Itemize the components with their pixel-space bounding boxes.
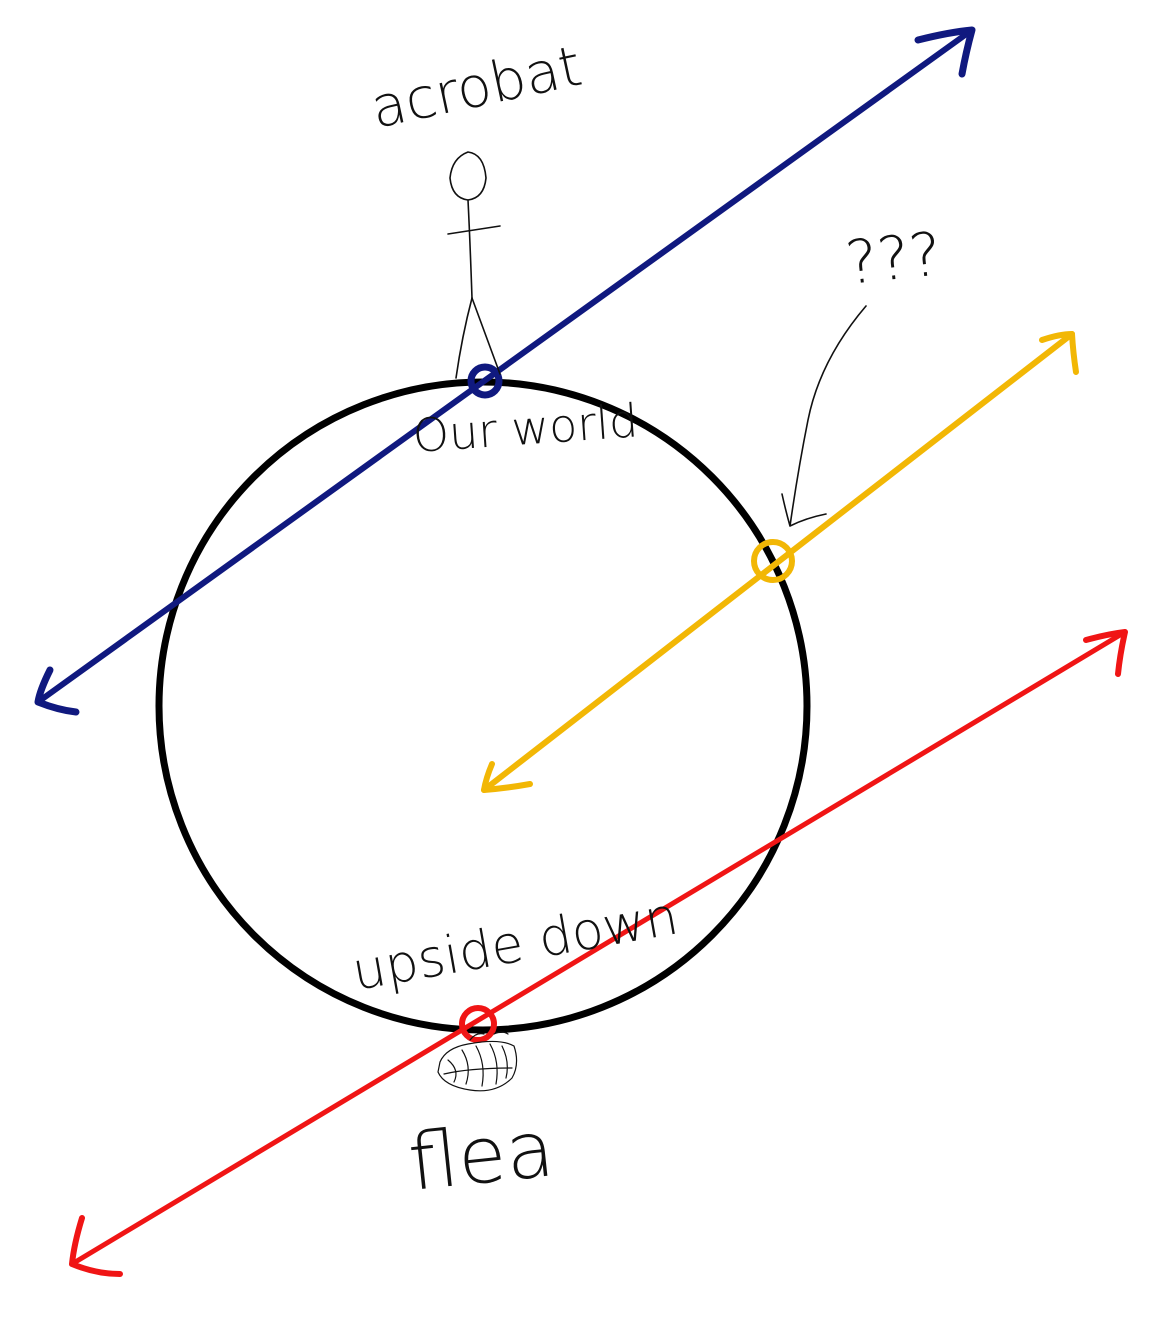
- red-arrowhead-bottom: [69, 1215, 123, 1277]
- flea-icon: [437, 1031, 518, 1092]
- label-upside-down: upside down: [348, 887, 683, 1003]
- label-flea: flea: [405, 1104, 559, 1209]
- yellow-contact-point: [751, 539, 795, 583]
- yellow-arrowhead-top: [1039, 331, 1079, 375]
- blue-double-arrow: [34, 26, 976, 716]
- label-question-marks: ???: [842, 219, 944, 299]
- yellow-arrowhead-bottom: [481, 761, 533, 793]
- pointer-arrow: [781, 305, 867, 527]
- label-our-world: Our world: [411, 393, 640, 463]
- red-arrowhead-top: [1083, 629, 1128, 677]
- yellow-double-arrow: [481, 331, 1079, 793]
- acrobat-figure-icon: [447, 151, 501, 379]
- blue-contact-point: [467, 363, 503, 399]
- red-contact-point: [459, 1005, 497, 1043]
- label-acrobat: acrobat: [365, 34, 587, 142]
- blue-arrowhead-top: [914, 26, 976, 78]
- red-double-arrow: [69, 629, 1128, 1277]
- blue-arrowhead-bottom: [34, 666, 80, 716]
